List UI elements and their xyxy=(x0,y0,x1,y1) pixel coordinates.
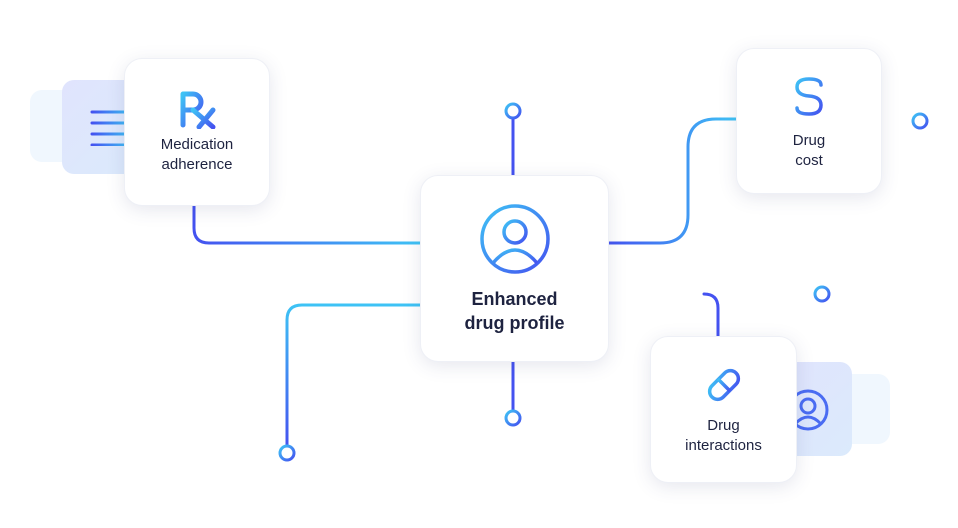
node-label: Drug xyxy=(792,132,826,149)
list-icon xyxy=(90,110,130,146)
node-medication-adherence[interactable]: Medication adherence xyxy=(124,58,270,206)
line-left-lower xyxy=(285,303,422,448)
endpoint-cost xyxy=(911,112,929,130)
node-label: cost xyxy=(795,152,823,169)
endpoint-top xyxy=(504,102,522,120)
dollar-icon xyxy=(795,71,823,123)
line-medication xyxy=(192,202,422,245)
center-label: drug profile xyxy=(464,312,565,333)
node-label: Drug xyxy=(707,416,740,434)
node-drug-cost[interactable]: Drug cost xyxy=(736,48,882,194)
rx-icon xyxy=(180,91,216,129)
endpoint-right xyxy=(813,285,831,303)
node-label: adherence xyxy=(161,156,233,173)
user-circle-icon xyxy=(479,203,550,274)
endpoint-bottom xyxy=(504,409,522,427)
pill-icon xyxy=(707,368,740,401)
endpoint-left xyxy=(278,444,296,462)
center-label: Enhanced xyxy=(471,288,558,309)
line-interactions xyxy=(702,292,720,338)
node-label: Medication xyxy=(160,136,234,153)
node-enhanced-drug-profile[interactable]: Enhanced drug profile xyxy=(420,175,609,362)
node-drug-interactions[interactable]: Drug interactions xyxy=(650,336,797,483)
line-cost xyxy=(605,117,738,245)
node-label: interactions xyxy=(685,436,762,454)
